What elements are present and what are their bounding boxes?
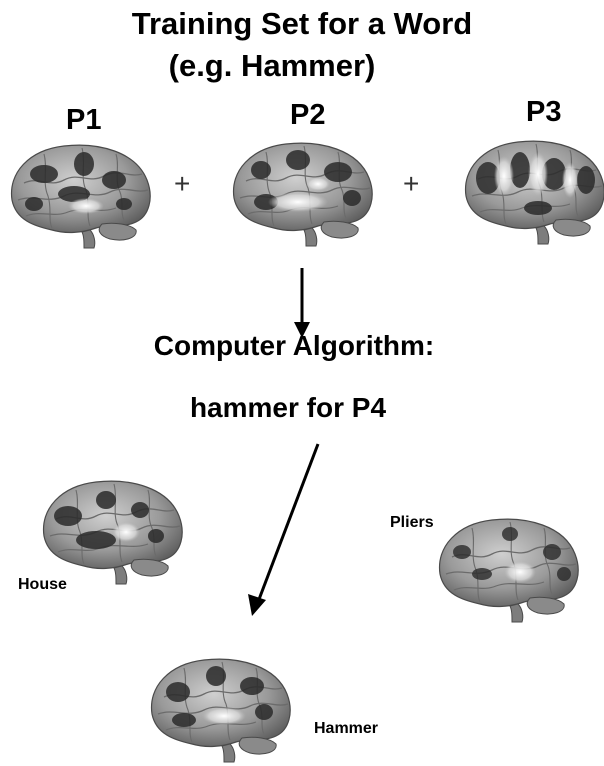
candidate-label-pliers: Pliers xyxy=(390,514,434,532)
brain-image-hammer xyxy=(144,648,294,766)
title-line-2: (e.g. Hammer) xyxy=(0,48,574,84)
brain-image-house xyxy=(36,470,186,588)
algorithm-line-2: hammer for P4 xyxy=(0,392,590,424)
plus-sign-2: + xyxy=(403,168,419,200)
algorithm-line-1: Computer Algorithm: xyxy=(0,330,596,362)
candidate-label-house: House xyxy=(18,576,67,594)
arrow-diagonal-icon xyxy=(244,442,324,618)
participant-label-p2: P2 xyxy=(290,99,325,132)
brain-image-p1 xyxy=(4,134,154,252)
brain-image-pliers xyxy=(432,508,582,626)
participant-label-p1: P1 xyxy=(66,104,101,137)
plus-sign-1: + xyxy=(174,168,190,200)
brain-image-p3 xyxy=(458,130,604,248)
participant-label-p3: P3 xyxy=(526,96,561,129)
brain-image-p2 xyxy=(226,132,376,250)
title-line-1: Training Set for a Word xyxy=(0,6,604,42)
candidate-label-hammer: Hammer xyxy=(314,720,378,738)
